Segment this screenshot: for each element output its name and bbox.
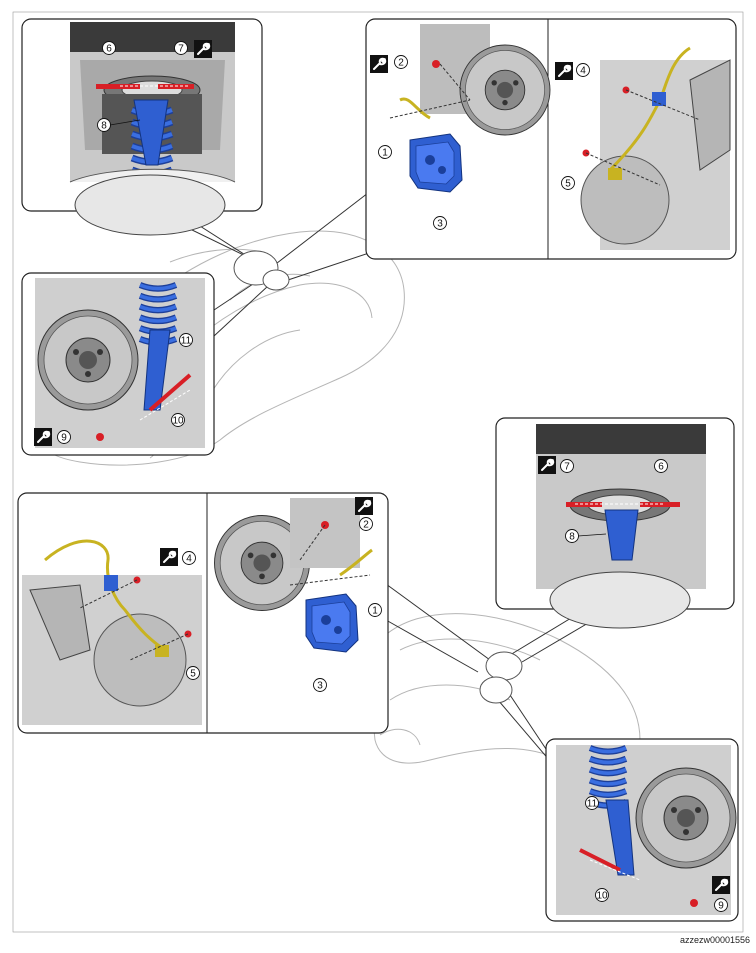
svg-text:6: 6	[106, 44, 112, 55]
callout-5: 5	[561, 176, 575, 190]
svg-text:10: 10	[596, 891, 608, 902]
callout-11: 11	[585, 796, 599, 810]
svg-text:8: 8	[101, 121, 107, 132]
svg-text:8: 8	[569, 532, 575, 543]
callout-4: 4	[182, 551, 196, 565]
panel-upper-strut-right: 7 6 8	[495, 417, 735, 629]
svg-text:9: 9	[61, 433, 67, 444]
svg-text:11: 11	[181, 336, 192, 347]
callout-9: 9	[714, 898, 728, 912]
callout-1: 1	[378, 145, 392, 159]
callout-8: 8	[97, 118, 111, 132]
callout-8: 8	[565, 529, 579, 543]
panel-upper-caliper-hose-left: 2 1 3 4 5	[365, 18, 737, 260]
svg-text:5: 5	[565, 179, 571, 190]
panel-lower-knuckle-right: 11 10 9	[545, 738, 739, 922]
callout-9: 9	[57, 430, 71, 444]
callout-1: 1	[368, 603, 382, 617]
callout-3: 3	[313, 678, 327, 692]
svg-text:5: 5	[190, 669, 196, 680]
svg-text:4: 4	[186, 554, 192, 565]
svg-text:4: 4	[580, 66, 586, 77]
callout-11: 11	[179, 333, 193, 347]
svg-text:3: 3	[437, 219, 443, 230]
callout-6: 6	[654, 459, 668, 473]
svg-text:11: 11	[587, 799, 598, 810]
svg-text:9: 9	[718, 901, 724, 912]
callout-7: 7	[174, 41, 188, 55]
callout-4: 4	[576, 63, 590, 77]
svg-text:1: 1	[382, 148, 388, 159]
callout-10: 10	[171, 413, 185, 427]
callout-3: 3	[433, 216, 447, 230]
svg-text:3: 3	[317, 681, 323, 692]
callout-6: 6	[102, 41, 116, 55]
callout-7: 7	[560, 459, 574, 473]
panel-hose-caliper-right: 4 5 2 1 3	[17, 492, 389, 734]
svg-text:6: 6	[658, 462, 664, 473]
svg-text:7: 7	[178, 44, 184, 55]
svg-text:7: 7	[564, 462, 570, 473]
callout-10: 10	[595, 888, 609, 902]
figure-frame	[12, 11, 744, 933]
panel-lower-knuckle-left: 11 10 9	[21, 272, 215, 456]
callout-5: 5	[186, 666, 200, 680]
svg-text:2: 2	[363, 520, 369, 531]
panel-upper-strut-left: 6 7 8	[21, 18, 263, 236]
callout-2: 2	[359, 517, 373, 531]
zoom-circles	[233, 250, 523, 704]
svg-text:1: 1	[372, 606, 378, 617]
figure-id-label: azzezw00001556	[679, 935, 750, 945]
callout-2: 2	[394, 55, 408, 69]
svg-text:2: 2	[398, 58, 404, 69]
svg-text:10: 10	[172, 416, 184, 427]
